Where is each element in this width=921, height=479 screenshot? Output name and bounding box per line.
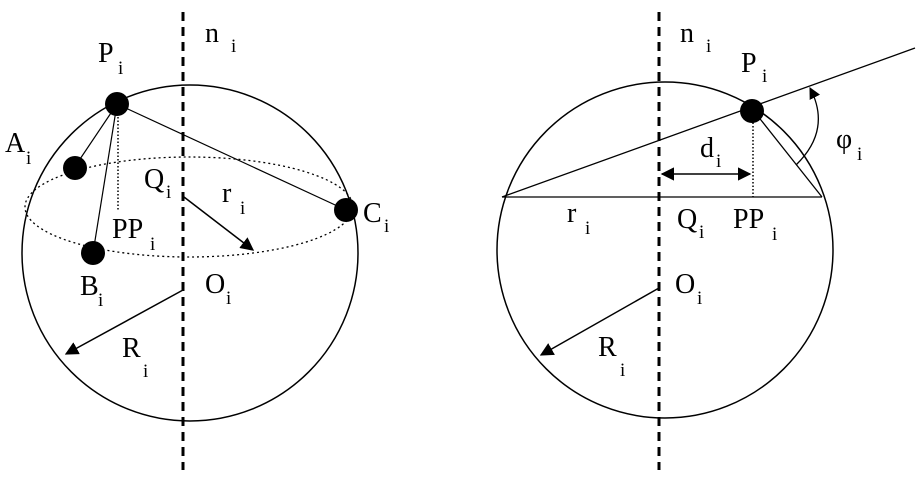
label-o-sub: i bbox=[226, 288, 231, 309]
label-r-small-sub: i bbox=[240, 198, 245, 219]
label-phi: φ bbox=[836, 124, 852, 155]
right-label-r-small-sub: i bbox=[585, 218, 590, 239]
label-r-small: r bbox=[222, 178, 232, 209]
right-label-pp-sub: i bbox=[772, 224, 777, 245]
label-a-sub: i bbox=[26, 148, 31, 169]
right-label-n: n bbox=[680, 18, 694, 49]
right-label-o: O bbox=[675, 269, 695, 300]
label-d-sub: i bbox=[716, 151, 721, 172]
right-label-r-big-sub: i bbox=[620, 360, 625, 381]
label-q: Q bbox=[144, 164, 164, 195]
left-label-n: n bbox=[205, 18, 219, 49]
right-label-pp: PP bbox=[733, 204, 764, 235]
point-p bbox=[105, 92, 129, 116]
label-c-sub: i bbox=[384, 216, 389, 237]
point-c bbox=[334, 198, 358, 222]
left-label-n-sub: i bbox=[231, 36, 236, 57]
right-panel: n i P i φ i d i r i Q i PP i O i R i bbox=[496, 12, 916, 470]
line-p-to-a bbox=[73, 103, 118, 169]
label-r-big: R bbox=[122, 333, 141, 364]
point-a bbox=[63, 156, 87, 180]
right-label-r-big: R bbox=[598, 332, 617, 363]
left-sphere bbox=[21, 84, 359, 422]
phi-angle-arc bbox=[795, 86, 821, 166]
left-r-arrow bbox=[183, 196, 255, 251]
right-label-q-sub: i bbox=[699, 222, 704, 243]
right-label-q: Q bbox=[677, 204, 697, 235]
left-R-arrow bbox=[64, 289, 184, 355]
line-p-to-c bbox=[116, 103, 347, 211]
label-o: O bbox=[205, 269, 225, 300]
label-p: P bbox=[98, 38, 114, 69]
label-d: d bbox=[700, 133, 714, 164]
label-c: C bbox=[363, 198, 382, 229]
label-b: B bbox=[80, 271, 99, 302]
right-label-o-sub: i bbox=[697, 288, 702, 309]
label-pp-sub: i bbox=[150, 234, 155, 255]
right-p-to-edge-line bbox=[752, 109, 823, 198]
label-phi-sub: i bbox=[857, 144, 862, 165]
right-sphere bbox=[496, 81, 834, 419]
label-q-sub: i bbox=[166, 182, 171, 203]
point-b bbox=[81, 241, 105, 265]
left-panel: n i P i A i Q i r i C i PP i B i O i R i bbox=[5, 12, 389, 470]
label-p-sub: i bbox=[118, 58, 123, 79]
right-tangent-line bbox=[501, 47, 916, 198]
right-label-n-sub: i bbox=[706, 36, 711, 57]
right-label-p: P bbox=[741, 48, 757, 79]
label-a: A bbox=[5, 128, 26, 159]
label-r-big-sub: i bbox=[143, 361, 148, 382]
line-p-to-b bbox=[92, 103, 118, 254]
right-point-p bbox=[740, 99, 764, 123]
label-pp: PP bbox=[112, 214, 143, 245]
label-b-sub: i bbox=[98, 290, 103, 311]
right-label-p-sub: i bbox=[762, 66, 767, 87]
right-R-arrow bbox=[539, 287, 660, 356]
right-label-r-small: r bbox=[567, 198, 577, 229]
